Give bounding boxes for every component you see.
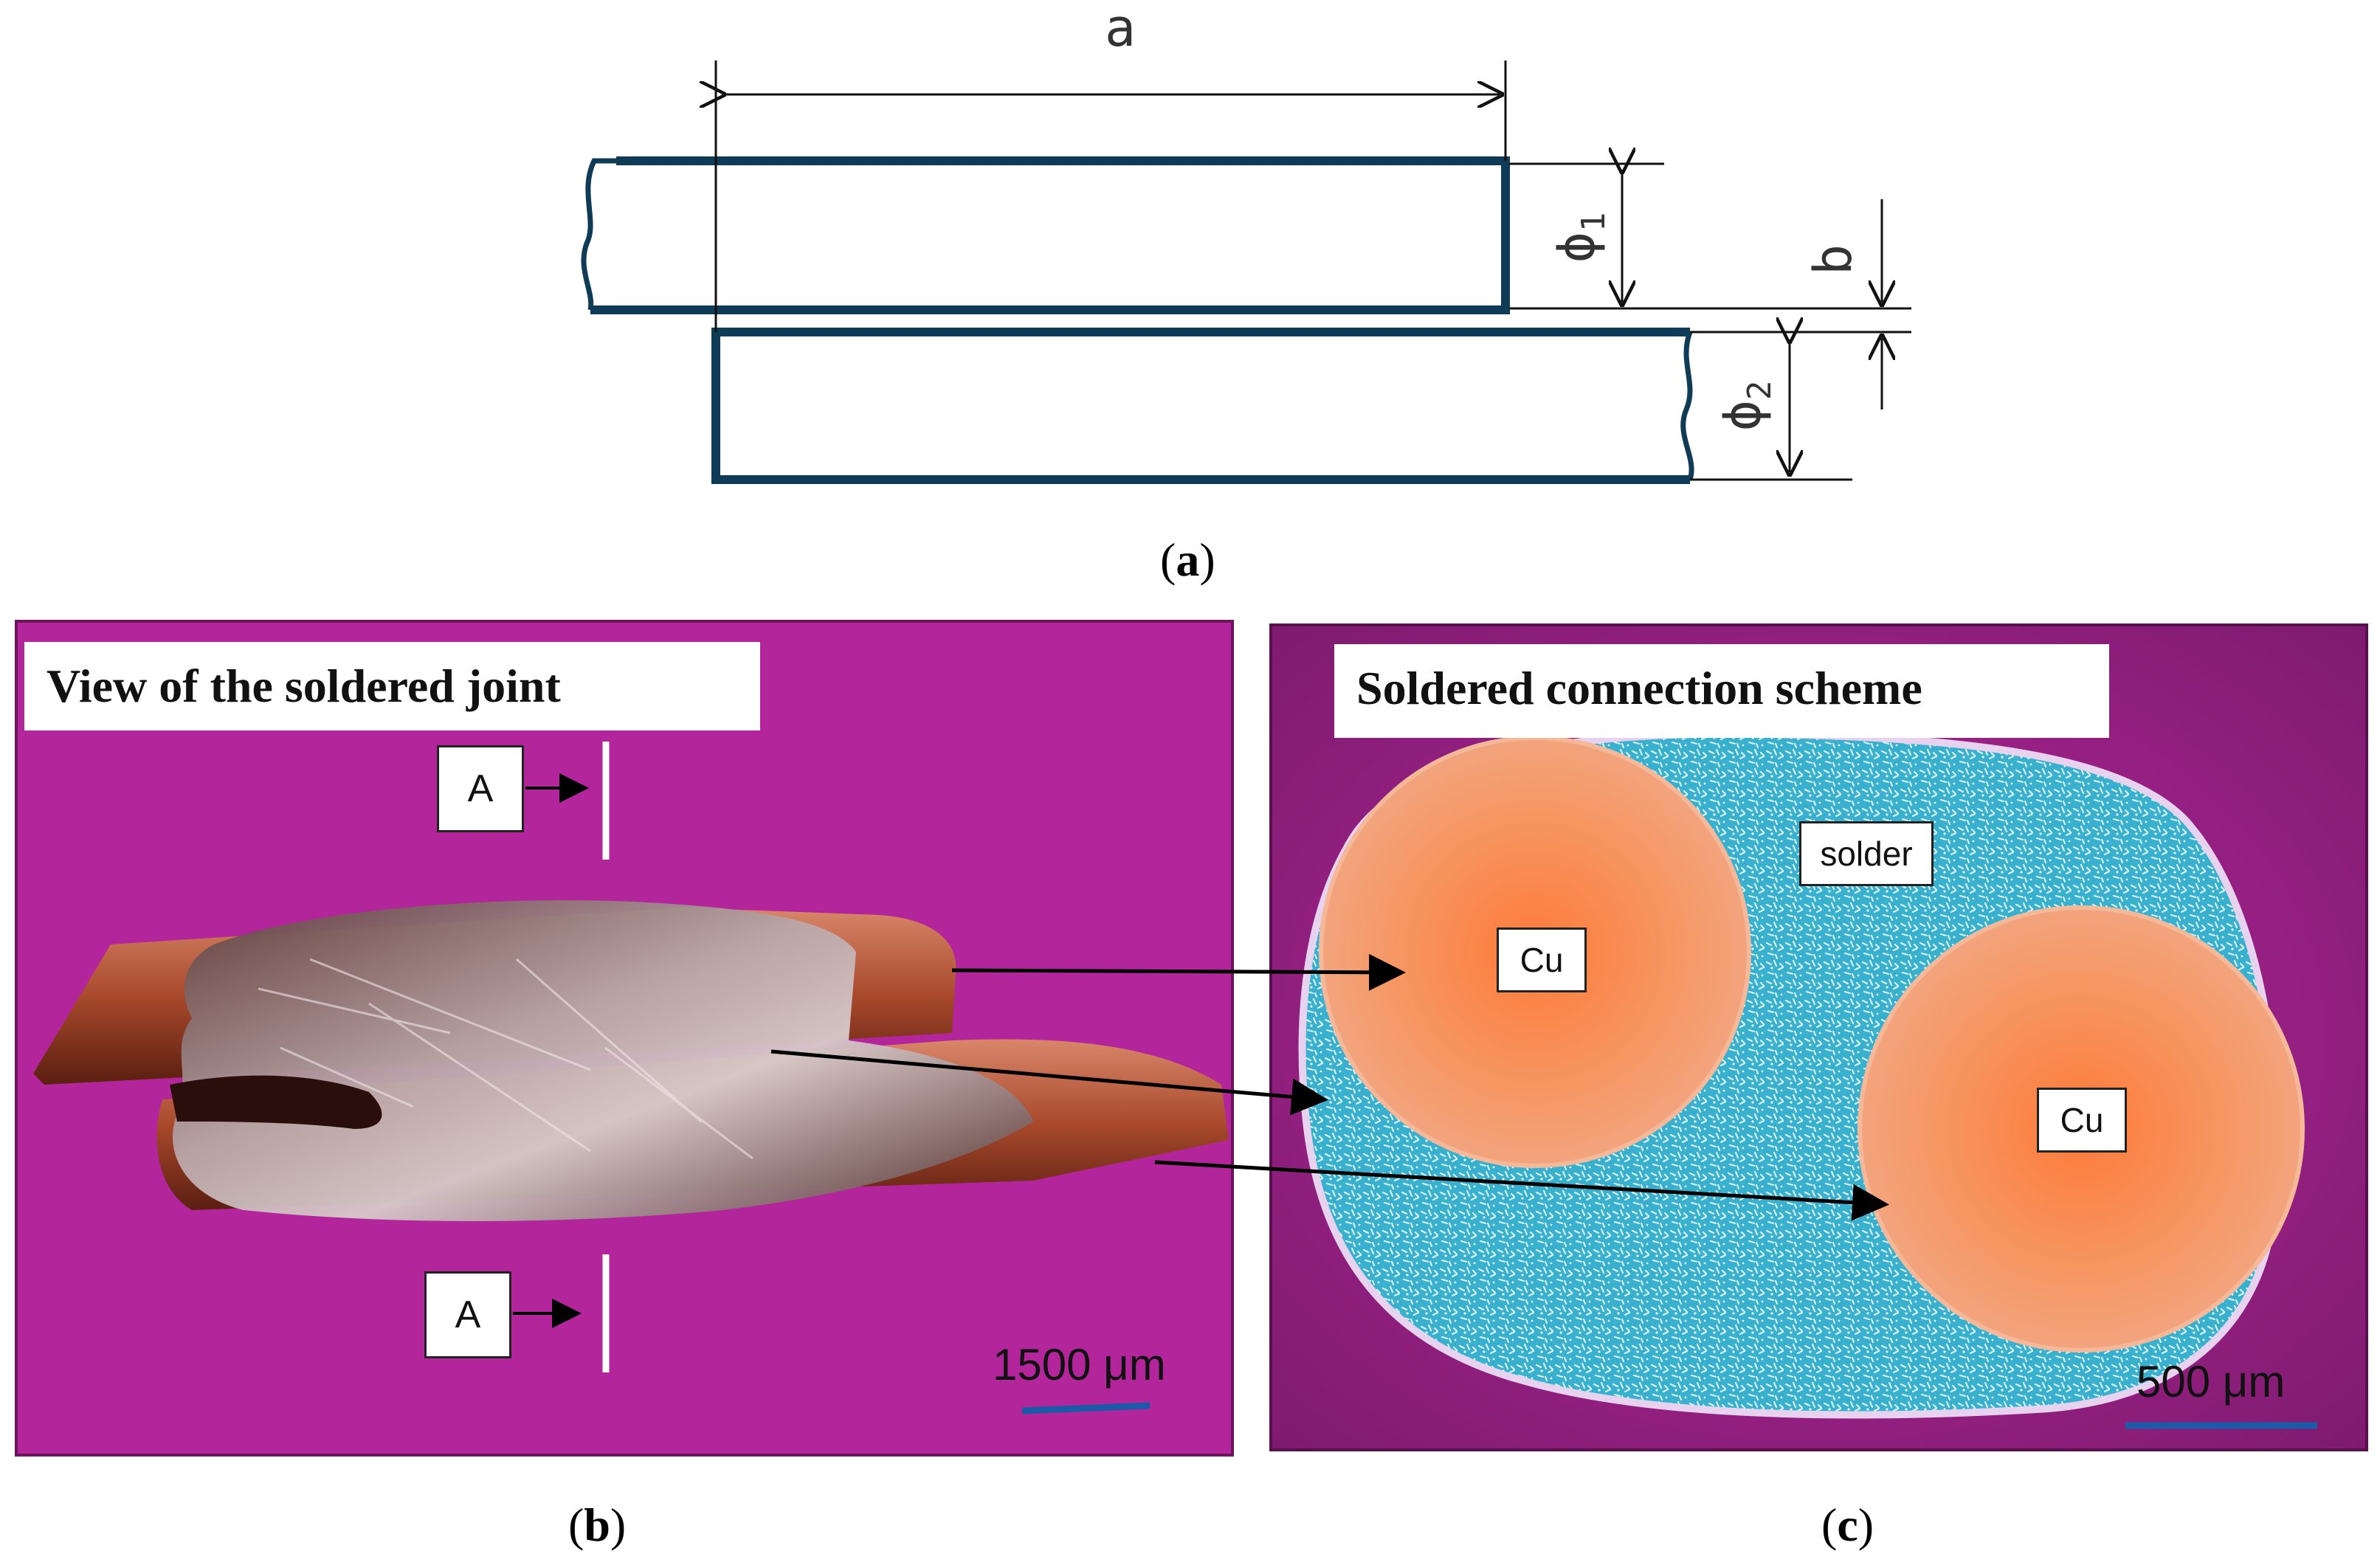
joint-gap (170, 1075, 382, 1129)
arrow-lower-wire-to-cu2 (1154, 1160, 1889, 1221)
label-solder: solder (1799, 821, 1934, 886)
arrow-solder-to-solder (770, 1049, 1328, 1116)
section-label-top: A (437, 745, 524, 832)
scale-bar-b-text: 1500 μm (993, 1340, 1166, 1389)
label-cu-2: Cu (2037, 1088, 2127, 1153)
panel-b-title: View of the soldered joint (24, 642, 760, 730)
caption-c: (c) (1821, 1499, 1874, 1551)
panel-c-title: Soldered connection scheme (1334, 644, 2109, 738)
arrow-upper-wire-to-cu1 (951, 953, 1406, 991)
dim-b-label: b (1803, 244, 1863, 275)
wire-1-break (581, 158, 616, 311)
caption-b: (b) (568, 1499, 627, 1551)
caption-a: (a) (1160, 533, 1215, 586)
solder-joint-photo (33, 900, 1229, 1221)
section-label-bottom: A (424, 1271, 511, 1358)
wire-2-outline (711, 328, 1690, 484)
dim-a-label: a (1105, 0, 1136, 58)
label-cu-1: Cu (1497, 927, 1587, 992)
panel-b (15, 620, 1234, 1457)
connector-arrows (770, 953, 1889, 1221)
panel-c (1269, 623, 2368, 1451)
wire-2-break (1680, 331, 1694, 481)
dim-phi1-label: ϕ1 (1546, 213, 1612, 263)
wire-1-outline (590, 156, 1510, 314)
scale-bar-c-text: 500 μm (2136, 1357, 2286, 1406)
dim-phi2-label: ϕ2 (1712, 381, 1779, 432)
solder-texture (258, 958, 753, 1160)
scale-bar-b-line (1021, 1402, 1151, 1414)
diagram-a: a ϕ1 ϕ2 b (581, 0, 1911, 484)
solder-body (173, 900, 1033, 1221)
